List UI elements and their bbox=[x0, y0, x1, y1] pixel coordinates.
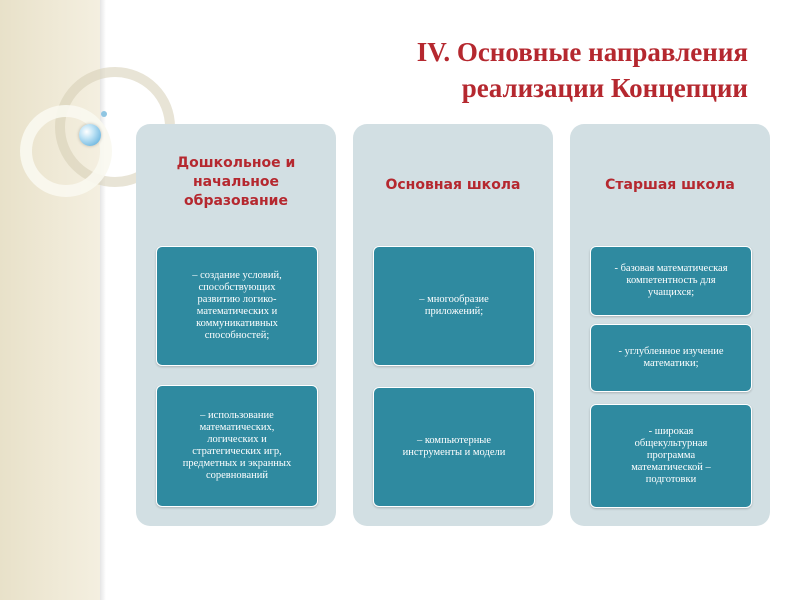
direction-box: – использование математических, логическ… bbox=[156, 385, 318, 507]
box-text-line: математических и bbox=[192, 306, 282, 318]
box-text-line: – многообразие bbox=[419, 294, 489, 306]
box-text-line: математики; bbox=[618, 358, 723, 370]
slide-title-line: реализации Концепции bbox=[248, 70, 748, 106]
box-text-line: подготовки bbox=[631, 474, 711, 486]
column-heading-line: Дошкольное и bbox=[136, 154, 336, 173]
column-heading-line: образование bbox=[136, 192, 336, 211]
direction-box: - широкая общекультурная программа матем… bbox=[590, 404, 752, 508]
direction-box: – компьютерные инструменты и модели bbox=[373, 387, 535, 507]
box-text-line: программа bbox=[631, 450, 711, 462]
column-heading-line: Основная школа bbox=[353, 176, 553, 195]
column-high-school: Старшая школа - базовая математическая к… bbox=[570, 124, 770, 526]
column-heading-line: начальное bbox=[136, 173, 336, 192]
column-heading: Старшая школа bbox=[570, 176, 770, 195]
direction-box: – создание условий, способствующих разви… bbox=[156, 246, 318, 366]
decorative-bubble-icon bbox=[79, 124, 101, 146]
box-text-line: общекультурная bbox=[631, 438, 711, 450]
column-basic-school: Основная школа – многообразие приложений… bbox=[353, 124, 553, 526]
box-text-line: компетентность для bbox=[614, 275, 727, 287]
box-text-line: логических и bbox=[183, 434, 291, 446]
box-text-line: предметных и экранных bbox=[183, 458, 291, 470]
box-text-line: стратегических игр, bbox=[183, 446, 291, 458]
box-text-line: инструменты и модели bbox=[403, 447, 506, 459]
box-text-line: математической – bbox=[631, 462, 711, 474]
box-text-line: учащихся; bbox=[614, 287, 727, 299]
box-text-line: способностей; bbox=[192, 330, 282, 342]
decorative-dot-icon bbox=[101, 111, 107, 117]
box-text-line: – компьютерные bbox=[403, 435, 506, 447]
box-text-line: - углубленное изучение bbox=[618, 346, 723, 358]
box-text-line: соревнований bbox=[183, 470, 291, 482]
box-text-line: развитию логико- bbox=[192, 294, 282, 306]
box-text-line: - широкая bbox=[631, 426, 711, 438]
direction-box: - углубленное изучение математики; bbox=[590, 324, 752, 392]
box-text-line: коммуникативных bbox=[192, 318, 282, 330]
slide-title: IV. Основные направления реализации Конц… bbox=[248, 34, 748, 106]
slide-title-line: IV. Основные направления bbox=[248, 34, 748, 70]
direction-box: - базовая математическая компетентность … bbox=[590, 246, 752, 316]
box-text-line: приложений; bbox=[419, 306, 489, 318]
box-text-line: способствующих bbox=[192, 282, 282, 294]
direction-box: – многообразие приложений; bbox=[373, 246, 535, 366]
column-heading: Основная школа bbox=[353, 176, 553, 195]
column-heading: Дошкольное и начальное образование bbox=[136, 154, 336, 211]
column-heading-line: Старшая школа bbox=[570, 176, 770, 195]
box-text-line: – использование bbox=[183, 410, 291, 422]
box-text-line: – создание условий, bbox=[192, 270, 282, 282]
box-text-line: математических, bbox=[183, 422, 291, 434]
column-preschool: Дошкольное и начальное образование – соз… bbox=[136, 124, 336, 526]
box-text-line: - базовая математическая bbox=[614, 263, 727, 275]
decorative-ring-small bbox=[20, 105, 112, 197]
